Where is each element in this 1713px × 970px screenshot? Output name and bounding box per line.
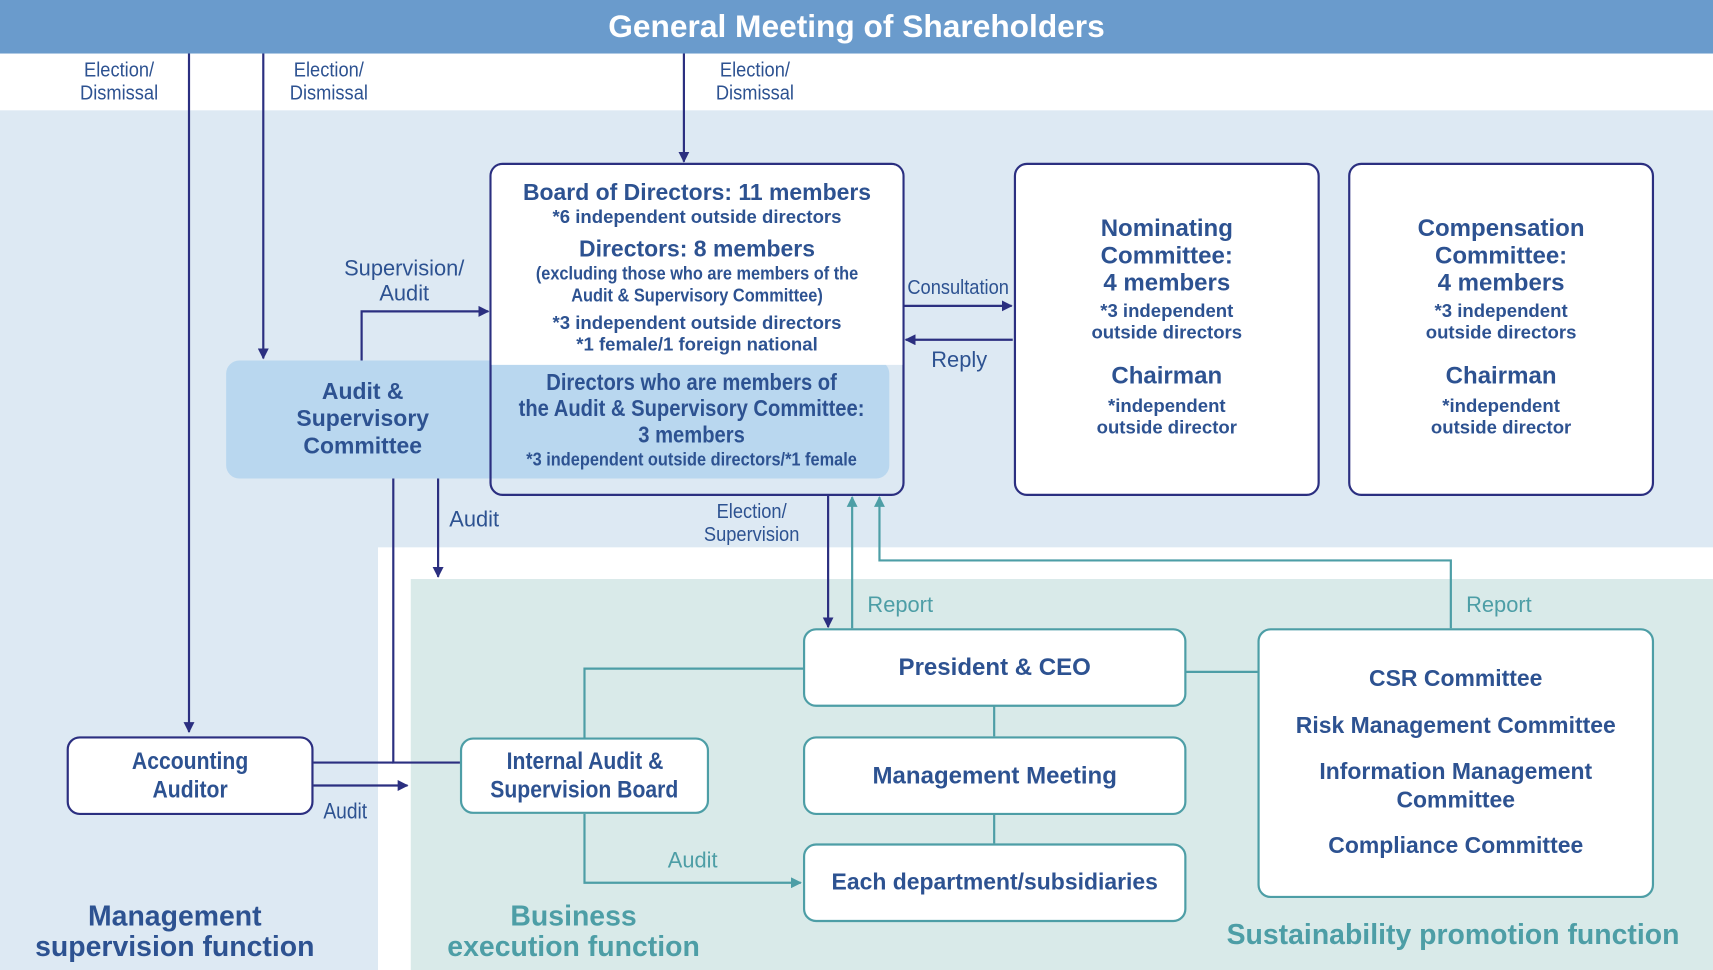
audit-committee-label: Audit & Supervisory Committee [253, 378, 472, 460]
label-line: Election/ [293, 58, 364, 82]
board-note: *6 independent outside directors [552, 206, 842, 228]
csr-committee: CSR Committee [1369, 666, 1543, 692]
label-line: Supervisory [296, 406, 430, 432]
compensation-chair: Chairman [1445, 361, 1557, 389]
label-line: outside directors [1425, 322, 1577, 344]
label-line: Audit [379, 281, 430, 306]
asc-members-line-2: the Audit & Supervisory Committee: [518, 396, 865, 422]
management-meeting-label: Management Meeting [872, 761, 1117, 789]
management-supervision-function-title: Management supervision function [11, 900, 339, 961]
label-line: Audit & [321, 379, 404, 405]
asc-members-line-1: Directors who are members of [546, 370, 837, 396]
label-audit-accounting: Audit [323, 799, 368, 824]
directors-sub-1: (excluding those who are members of the [535, 263, 859, 285]
risk-management-committee: Risk Management Committee [1295, 713, 1616, 739]
business-execution-function-title: Business execution function [415, 900, 732, 961]
nominating-chair: Chairman [1111, 361, 1223, 389]
label-line: Nominating [1100, 214, 1233, 242]
label-line: outside director [1096, 417, 1237, 439]
asc-members-note: *3 independent outside directors/*1 fema… [526, 449, 857, 470]
label-line: *3 independent [1434, 300, 1568, 322]
label-line: Auditor [152, 775, 228, 803]
label-line: Internal Audit & [506, 747, 663, 775]
audit-supervisory-committee[interactable] [226, 360, 890, 479]
board-title: Board of Directors: 11 members [522, 180, 872, 206]
label-election-supervision: Election/ Supervision [686, 500, 817, 546]
label-line: Committee [303, 433, 422, 459]
internal-audit-board[interactable]: Internal Audit & Supervision Board [459, 737, 710, 814]
accounting-auditor[interactable]: Accounting Auditor [66, 736, 314, 816]
asc-members-line-3: 3 members [638, 422, 745, 448]
label-line: Management [87, 899, 262, 932]
label-line: Committee: [1100, 241, 1233, 269]
label-line: 4 members [1437, 268, 1565, 297]
asc-members-block: Directors who are members of the Audit &… [492, 370, 892, 471]
label-audit-internal: Audit [667, 848, 718, 873]
directors-note-2: *1 female/1 foreign national [576, 334, 818, 356]
label-line: 4 members [1103, 268, 1231, 297]
label-line: Election/ [719, 58, 790, 82]
general-meeting-header: General Meeting of Shareholders [0, 0, 1713, 54]
directors-title: Directors: 8 members [579, 237, 815, 263]
label-line: supervision function [35, 929, 315, 963]
label-report-sustainability: Report [1466, 593, 1532, 618]
label-line: Supervision/ [344, 256, 465, 281]
label-line: Accounting [131, 747, 249, 775]
president-label: President & CEO [898, 653, 1091, 681]
label-line: *independent [1442, 395, 1560, 417]
sustainability-committees[interactable]: CSR Committee Risk Management Committee … [1257, 628, 1655, 899]
information-management-committee-line-2: Committee [1396, 787, 1516, 813]
board-of-directors[interactable]: Board of Directors: 11 members *6 indepe… [489, 162, 905, 496]
label-election-dismissal-3: Election/ Dismissal [706, 59, 804, 105]
label-line: Supervision [703, 523, 800, 547]
nominating-committee[interactable]: Nominating Committee: 4 members *3 indep… [1013, 162, 1320, 496]
label-line: Business [510, 899, 637, 932]
label-election-dismissal-1: Election/ Dismissal [70, 59, 168, 105]
label-consultation: Consultation [907, 276, 1009, 300]
compliance-committee: Compliance Committee [1328, 833, 1584, 859]
directors-note-1: *3 independent outside directors [552, 312, 842, 334]
information-management-committee: Information Management [1319, 759, 1593, 785]
label-line: outside director [1430, 417, 1572, 439]
directors-sub-2: Audit & Supervisory Committee) [571, 285, 823, 306]
label-line: Supervision Board [490, 775, 679, 803]
label-line: Compensation [1417, 214, 1585, 242]
president-ceo[interactable]: President & CEO [802, 628, 1187, 707]
label-line: Election/ [84, 58, 155, 82]
label-line: *3 independent [1100, 300, 1234, 322]
compensation-committee[interactable]: Compensation Committee: 4 members *3 ind… [1348, 162, 1655, 496]
label-supervision-audit: Supervision/ Audit [328, 257, 481, 307]
label-line: outside directors [1091, 322, 1243, 344]
label-reply: Reply [931, 348, 988, 373]
label-line: Election/ [716, 500, 787, 524]
label-line: *independent [1107, 395, 1226, 417]
label-line: execution function [447, 929, 700, 963]
label-line: Committee: [1434, 241, 1568, 269]
board-upper-area [491, 164, 903, 365]
label-audit-committee: Audit [449, 508, 500, 533]
label-line: Dismissal [289, 81, 368, 105]
management-meeting[interactable]: Management Meeting [802, 736, 1187, 816]
label-election-dismissal-2: Election/ Dismissal [280, 59, 378, 105]
label-line: Dismissal [715, 81, 794, 105]
departments-subsidiaries[interactable]: Each department/subsidiaries [802, 843, 1187, 923]
departments-label: Each department/subsidiaries [831, 869, 1158, 895]
label-report-ceo: Report [867, 593, 934, 618]
label-line: Dismissal [80, 81, 159, 105]
sustainability-promotion-function-title: Sustainability promotion function [1226, 917, 1680, 951]
